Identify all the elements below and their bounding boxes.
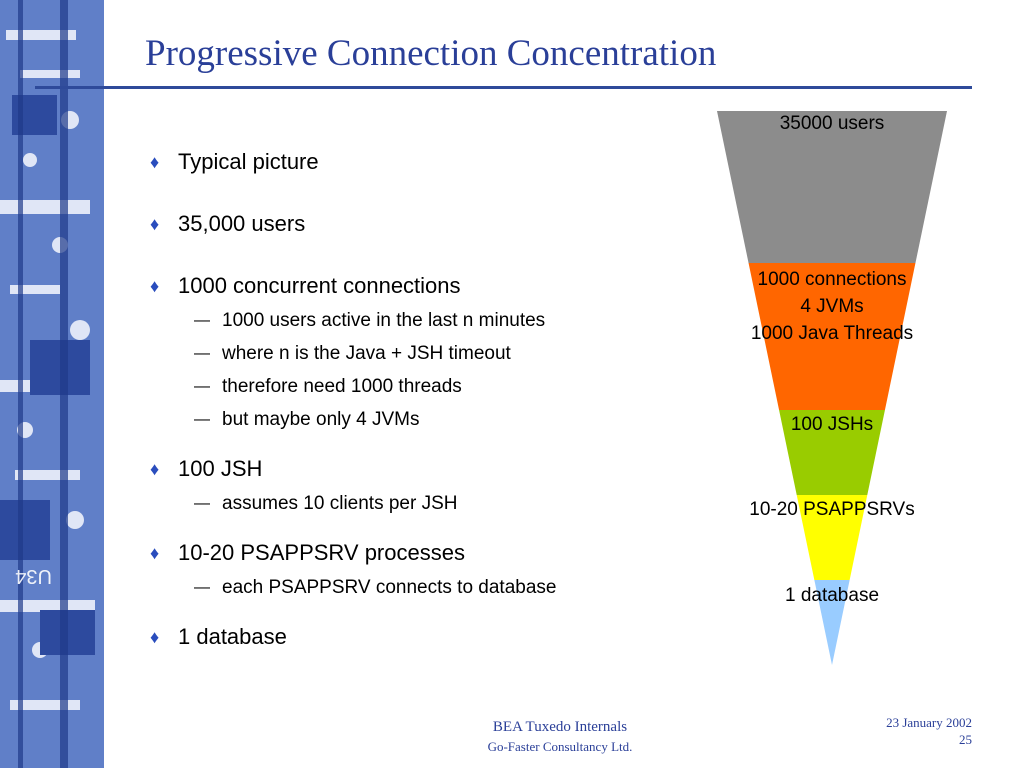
funnel-layer-database [814,580,850,665]
bullet-list: ♦ Typical picture ♦ 35,000 users ♦ 1000 concu… [150,148,670,651]
bullet-item: ♦ 10-20 PSAPPSRV processes [150,539,670,567]
funnel-label: 4 JVMs [800,296,863,317]
footer-center: BEA Tuxedo Internals Go-Faster Consultan… [440,718,680,756]
bullet-text: 1 database [178,624,287,649]
footer-title: BEA Tuxedo Internals [492,719,628,735]
funnel-label: 1000 connections [758,269,907,290]
bullet-item: ♦ 100 JSH [150,455,670,483]
funnel-label: 35000 users [780,113,885,134]
page-number: 25 [959,732,972,747]
funnel-label: 100 JSHs [791,414,873,435]
diamond-bullet-icon: ♦ [150,276,160,296]
slide-title: Progressive Connection Concentration [145,33,717,74]
bullet-text: 1000 concurrent connections [178,273,461,298]
bullet-text: 100 JSH [178,456,263,481]
bullet-text: 35,000 users [178,211,306,236]
diamond-bullet-icon: ♦ [150,627,160,647]
sub-bullet-text: but maybe only 4 JVMs [222,409,420,430]
sub-bullet-item: — therefore need 1000 threads [150,375,670,399]
bullet-item: ♦ 1 database [150,623,670,651]
bullet-text: 10-20 PSAPPSRV processes [178,540,465,565]
dash-icon: — [194,312,210,329]
bullet-item: ♦ Typical picture [150,148,670,176]
dash-icon: — [194,411,210,428]
sub-bullet-item: — each PSAPPSRV connects to database [150,576,670,600]
funnel-layer-jsh [779,410,885,495]
funnel-label: 10-20 PSAPPSRVs [749,499,914,520]
dash-icon: — [194,495,210,512]
diamond-bullet-icon: ♦ [150,152,160,172]
sub-bullet-text: assumes 10 clients per JSH [222,493,458,514]
sub-bullet-item: — but maybe only 4 JVMs [150,408,670,432]
funnel-diagram: 35000 users 1000 connections 4 JVMs 1000 Ja… [717,111,947,665]
dash-icon: — [194,579,210,596]
footer-company: Go-Faster Consultancy Ltd. [487,739,633,754]
sub-bullet-item: — 1000 users active in the last n minutes [150,309,670,333]
sub-bullet-text: 1000 users active in the last n minutes [222,310,546,331]
sub-bullet-text: each PSAPPSRV connects to database [222,577,557,598]
footer-date: 23 January 2002 [886,715,972,730]
funnel-label: 1000 Java Threads [751,323,913,344]
funnel-layer-users [717,111,947,263]
sub-bullet-text: where n is the Java + JSH timeout [222,343,511,364]
funnel-label: 1 database [785,585,879,606]
funnel-layer-psappsrv [796,495,868,580]
svg-text:U34: U34 [15,565,52,587]
bullet-item: ♦ 35,000 users [150,210,670,238]
bullet-item: ♦ 1000 concurrent connections [150,272,670,300]
sub-bullet-item: — where n is the Java + JSH timeout [150,342,670,366]
dash-icon: — [194,378,210,395]
sub-bullet-item: — assumes 10 clients per JSH [150,492,670,516]
bullet-text: Typical picture [178,149,319,174]
footer-right: 23 January 2002 25 [886,714,972,748]
diamond-bullet-icon: ♦ [150,214,160,234]
diamond-bullet-icon: ♦ [150,543,160,563]
sub-bullet-text: therefore need 1000 threads [222,376,462,397]
diamond-bullet-icon: ♦ [150,459,160,479]
title-divider [35,86,972,89]
circuit-board-decoration: U34 [0,0,104,768]
dash-icon: — [194,345,210,362]
funnel-layer-connections [748,263,916,410]
